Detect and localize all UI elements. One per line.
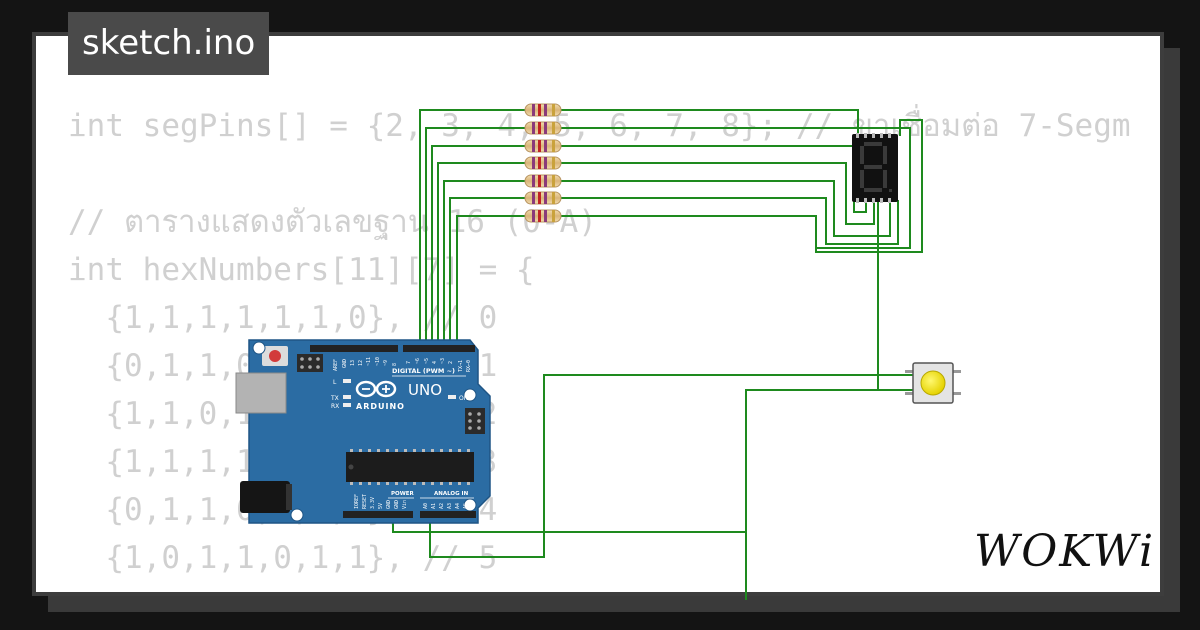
pin-label: GND xyxy=(386,500,392,509)
pin-label: RX←0 xyxy=(466,360,472,372)
led-label-tx: TX xyxy=(330,395,339,402)
arduino-uno-board: AREF GND 13 12 ~11 ~10 ~9 8 7 ~6 ~5 4 ~3… xyxy=(235,339,491,524)
pin-label: Vin xyxy=(402,500,408,509)
display-pins xyxy=(856,133,891,203)
power-pin-labels: IOREF RESET 3.3V 5V GND GND Vin xyxy=(354,494,408,509)
pin-label: 2 xyxy=(448,361,454,364)
sketch-card: int segPins[] = {2, 3, 4, 5, 6, 7, 8}; /… xyxy=(32,32,1164,596)
resistors xyxy=(524,103,562,223)
pin-label: 5V xyxy=(378,503,384,509)
pin-label: IOREF xyxy=(354,494,360,509)
analog-label: ANALOG IN xyxy=(434,491,469,497)
pin-label: AREF xyxy=(333,359,339,371)
wokwi-logo: WOKWi xyxy=(974,526,1156,577)
wire-pin3 xyxy=(449,197,899,343)
pin-label: 4 xyxy=(432,361,438,364)
pin-label: A0 xyxy=(423,503,429,509)
analog-pin-labels: A0 A1 A2 A3 A4 A5 xyxy=(423,503,469,509)
segments xyxy=(860,142,892,192)
digital-header xyxy=(310,345,475,352)
pin-label: 3.3V xyxy=(370,497,376,509)
led-label-l: L xyxy=(333,379,337,386)
wire-pin5 xyxy=(437,162,875,343)
pin-label: 8 xyxy=(392,363,398,366)
code-line: int hexNumbers[11][7] = { xyxy=(68,252,535,288)
board-model: UNO xyxy=(408,381,442,399)
code-line: int segPins[] = {2, 3, 4, 5, 6, 7, 8}; /… xyxy=(68,108,1131,144)
resistor xyxy=(524,174,562,188)
digital-pin-labels: AREF GND 13 12 ~11 ~10 ~9 8 7 ~6 ~5 4 ~3… xyxy=(333,357,472,372)
wire-button-a0 xyxy=(429,374,916,558)
pin-label: A2 xyxy=(439,503,445,509)
pin-label: ~5 xyxy=(424,358,430,364)
resistor xyxy=(524,209,562,223)
pin-label: ~9 xyxy=(383,360,389,366)
pin-label: ~3 xyxy=(440,358,446,364)
resistor xyxy=(524,139,562,153)
microcontroller-chip xyxy=(346,449,474,485)
digital-label: DIGITAL (PWM ~) xyxy=(392,367,455,375)
code-line: {1,0,1,1,0,1,1}, // 5 xyxy=(68,540,498,576)
icsp-header-right xyxy=(465,408,485,434)
seven-segment-display[interactable] xyxy=(852,133,898,203)
power-label: POWER xyxy=(391,491,415,497)
board-brand: ARDUINO xyxy=(356,402,405,411)
wire-pin6 xyxy=(431,145,867,343)
pin-label: A4 xyxy=(455,503,461,509)
reset-button-cap[interactable] xyxy=(269,350,281,362)
push-button[interactable] xyxy=(905,362,961,404)
resistor xyxy=(524,156,562,170)
pin-label: ~10 xyxy=(375,357,381,366)
wire-pin2 xyxy=(456,119,923,343)
pin-label: 13 xyxy=(350,360,356,366)
pin-label: A5 xyxy=(463,503,469,509)
power-header xyxy=(343,511,476,518)
arduino-logo-icon xyxy=(355,380,397,398)
pin-label: RESET xyxy=(362,494,368,509)
resistor xyxy=(524,191,562,205)
code-line: {1,0,1,1,1,1,1}, // 6 xyxy=(68,582,1131,592)
pin-label: ~6 xyxy=(415,358,421,364)
pin-label: GND xyxy=(342,359,348,368)
button-cap[interactable] xyxy=(920,370,946,396)
code-line: {1,1,1,1,1,1,0}, // 0 xyxy=(68,300,498,336)
pin-label: A1 xyxy=(431,503,437,509)
pin-label: GND xyxy=(394,500,400,509)
pin-label: TX→1 xyxy=(458,360,464,372)
resistor xyxy=(524,103,562,117)
icsp-header xyxy=(297,354,323,372)
wire-button-gnd xyxy=(745,389,916,600)
led-label-rx: RX xyxy=(331,403,339,410)
pin-label: 7 xyxy=(406,361,412,364)
resistor xyxy=(524,121,562,135)
led-label-on: ON xyxy=(459,395,468,402)
status-leds: L TX RX ON xyxy=(330,379,468,410)
pin-label: A3 xyxy=(447,503,453,509)
wire-pin8 xyxy=(419,109,859,343)
pin-label: 12 xyxy=(358,360,364,366)
file-tab[interactable]: sketch.ino xyxy=(68,12,270,75)
pin-label: ~11 xyxy=(366,357,372,366)
power-jack xyxy=(240,481,290,513)
usb-connector xyxy=(235,372,287,414)
wire-pin4 xyxy=(443,180,891,343)
